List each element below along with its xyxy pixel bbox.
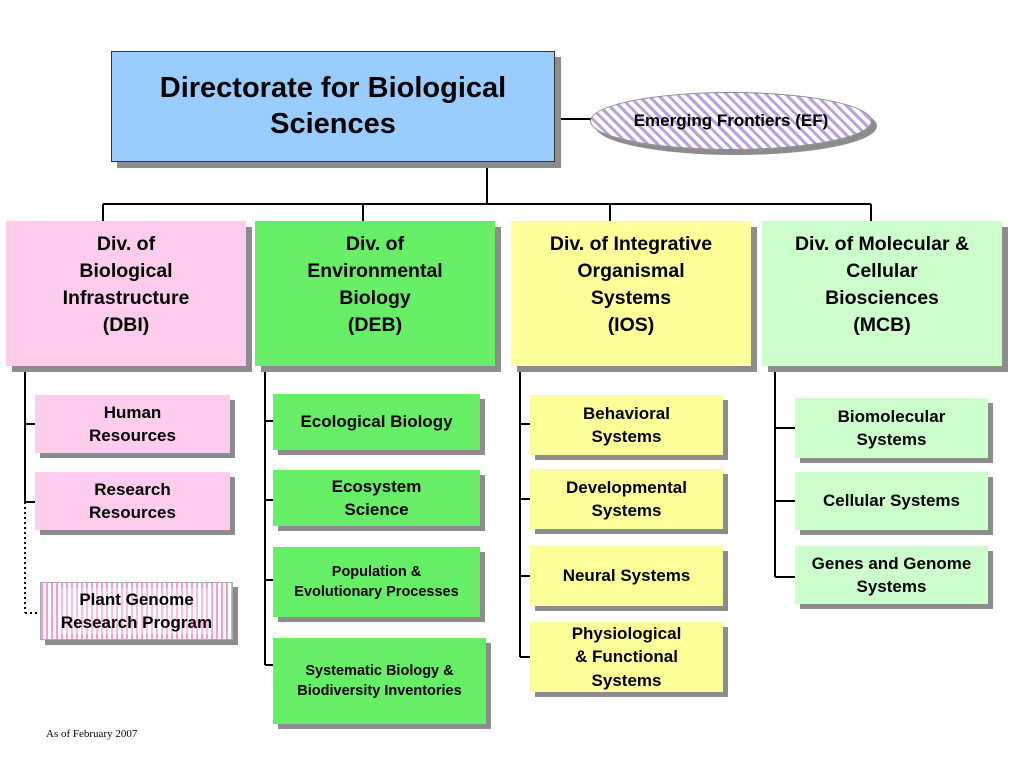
division-mcb-box: Div. of Molecular & Cellular Biosciences… bbox=[762, 221, 1002, 366]
unit-label: Behavioral Systems bbox=[583, 403, 670, 446]
unit-genes-and-genome-systems: Genes and Genome Systems bbox=[795, 546, 988, 604]
directorate-box: Directorate for Biological Sciences bbox=[111, 51, 555, 162]
emerging-frontiers-ellipse: Emerging Frontiers (EF) bbox=[590, 92, 872, 150]
unit-neural-systems: Neural Systems bbox=[530, 546, 723, 606]
division-dbi-label: Div. of Biological Infrastructure (DBI) bbox=[62, 233, 190, 336]
unit-label: Physiological & Functional Systems bbox=[571, 623, 682, 690]
division-ios-box: Div. of Integrative Organismal Systems (… bbox=[511, 221, 751, 366]
division-deb-box: Div. of Environmental Biology (DEB) bbox=[255, 221, 495, 366]
as-of-date-footnote: As of February 2007 bbox=[46, 728, 138, 740]
unit-label: Developmental Systems bbox=[566, 477, 687, 520]
unit-label: Population & Evolutionary Processes bbox=[294, 564, 459, 600]
unit-label: Cellular Systems bbox=[822, 491, 960, 511]
unit-research-resources: Research Resources bbox=[35, 472, 230, 530]
unit-label: Genes and Genome Systems bbox=[811, 553, 972, 596]
division-deb-label: Div. of Environmental Biology (DEB) bbox=[307, 233, 443, 336]
division-dbi-box: Div. of Biological Infrastructure (DBI) bbox=[6, 221, 246, 366]
unit-label: Ecological Biology bbox=[300, 412, 453, 432]
division-ios-label: Div. of Integrative Organismal Systems (… bbox=[549, 233, 713, 336]
unit-label: Ecosystem Science bbox=[331, 476, 422, 519]
unit-label: Biomolecular Systems bbox=[837, 406, 946, 449]
unit-ecosystem-science: Ecosystem Science bbox=[273, 470, 480, 526]
unit-population-evolutionary-processes: Population & Evolutionary Processes bbox=[273, 547, 480, 617]
unit-developmental-systems: Developmental Systems bbox=[530, 469, 723, 529]
emerging-frontiers-label: Emerging Frontiers (EF) bbox=[633, 111, 829, 130]
unit-label: Systematic Biology & Biodiversity Invent… bbox=[297, 663, 462, 699]
unit-human-resources: Human Resources bbox=[35, 395, 230, 453]
directorate-title: Directorate for Biological Sciences bbox=[159, 72, 507, 140]
unit-label: Neural Systems bbox=[562, 566, 691, 586]
unit-systematic-biology-biodiversity-inventories: Systematic Biology & Biodiversity Invent… bbox=[273, 638, 486, 724]
unit-plant-genome-research-program: Plant Genome Research Program bbox=[40, 582, 233, 640]
division-mcb-label: Div. of Molecular & Cellular Biosciences… bbox=[794, 233, 970, 336]
unit-cellular-systems: Cellular Systems bbox=[795, 472, 988, 530]
unit-label: Research Resources bbox=[89, 479, 176, 522]
unit-behavioral-systems: Behavioral Systems bbox=[530, 395, 723, 455]
unit-ecological-biology: Ecological Biology bbox=[273, 394, 480, 450]
unit-label: Human Resources bbox=[89, 402, 176, 445]
unit-biomolecular-systems: Biomolecular Systems bbox=[795, 398, 988, 458]
unit-physiological-functional-systems: Physiological & Functional Systems bbox=[530, 622, 723, 692]
unit-label: Plant Genome Research Program bbox=[60, 587, 213, 635]
